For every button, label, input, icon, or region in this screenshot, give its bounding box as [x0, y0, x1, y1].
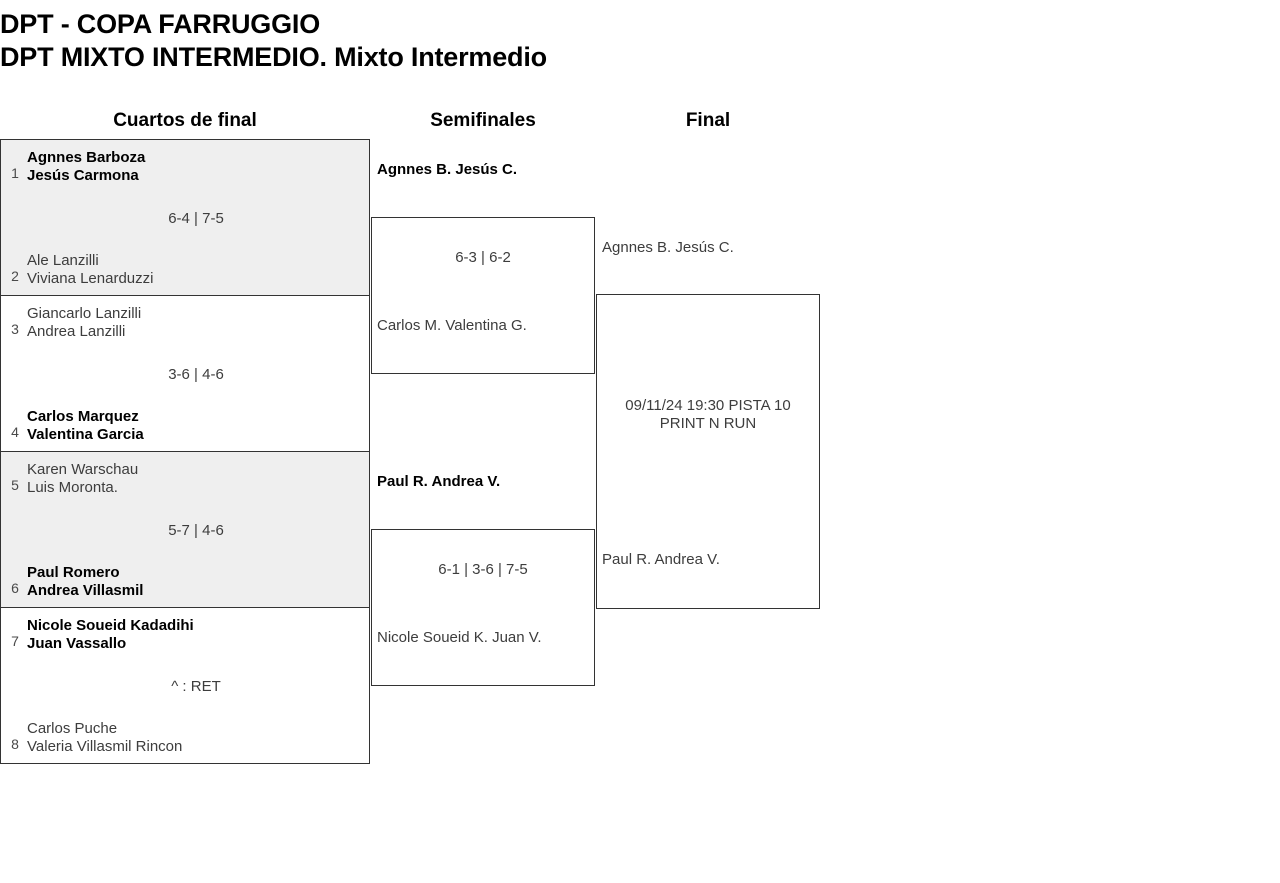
match-schedule: 09/11/24 19:30 PISTA 10 PRINT N RUN: [625, 397, 791, 432]
match-box-quarterfinal-1[interactable]: 1 2 Agnnes Barboza Jesús Carmona 6-4 | 7…: [0, 139, 370, 296]
player-name: Carlos M.: [377, 317, 442, 334]
player-name: Paul R.: [377, 473, 428, 490]
player-name: Valentina G.: [445, 317, 527, 334]
round-header-final: Final: [685, 110, 731, 131]
match-box-final[interactable]: 09/11/24 19:30 PISTA 10 PRINT N RUN: [596, 294, 820, 609]
team-entry-final-top: Agnnes B. Jesús C.: [602, 239, 734, 257]
match-score: 5-7 | 4-6: [168, 522, 224, 539]
seed-number: 7: [11, 633, 19, 649]
team-entry-semifinal-1-bottom: Carlos M. Valentina G.: [377, 317, 527, 335]
team-entry: Giancarlo Lanzilli Andrea Lanzilli: [27, 305, 141, 341]
match-box-quarterfinal-2[interactable]: 3 4 Giancarlo Lanzilli Andrea Lanzilli 3…: [0, 295, 370, 452]
player-name: Andrea Villasmil: [27, 582, 144, 599]
round-header-semifinals: Semifinales: [430, 110, 536, 131]
match-box-semifinal-1[interactable]: 6-3 | 6-2: [371, 217, 595, 374]
team-entry: Carlos Marquez Valentina Garcia: [27, 408, 144, 444]
player-name: Agnnes Barboza: [27, 149, 146, 166]
team-entry: Karen Warschau Luis Moronta.: [27, 461, 138, 497]
player-name: Carlos Marquez: [27, 408, 139, 425]
player-name: Nicole Soueid K.: [377, 629, 488, 646]
player-name: Luis Moronta.: [27, 479, 118, 496]
player-name: Valentina Garcia: [27, 426, 144, 443]
team-entry-semifinal-1-top: Agnnes B. Jesús C.: [377, 161, 517, 179]
round-header-quarterfinals: Cuartos de final: [113, 110, 257, 131]
seed-number: 1: [11, 165, 19, 181]
match-score: 6-1 | 3-6 | 7-5: [438, 561, 528, 578]
seed-number: 4: [11, 424, 19, 440]
player-name: Agnnes B.: [377, 161, 452, 178]
team-entry-semifinal-2-bottom: Nicole Soueid K. Juan V.: [377, 629, 542, 647]
seed-number: 8: [11, 736, 19, 752]
player-name: Jesús Carmona: [27, 167, 139, 184]
match-box-quarterfinal-3[interactable]: 5 6 Karen Warschau Luis Moronta. 5-7 | 4…: [0, 451, 370, 608]
team-entry: Carlos Puche Valeria Villasmil Rincon: [27, 720, 182, 756]
seed-number: 5: [11, 477, 19, 493]
player-name: Karen Warschau: [27, 461, 139, 478]
team-entry: Ale Lanzilli Viviana Lenarduzzi: [27, 252, 153, 288]
player-name: Andrea Lanzilli: [27, 323, 126, 340]
player-name: Ale Lanzilli: [27, 252, 99, 269]
player-name: Juan Vassallo: [27, 635, 127, 652]
match-score: ^ : RET: [171, 678, 221, 695]
seed-number: 6: [11, 580, 19, 596]
player-name: Juan V.: [492, 629, 542, 646]
player-name: Andrea V.: [654, 551, 720, 568]
player-name: Viviana Lenarduzzi: [27, 270, 154, 287]
team-entry: Agnnes Barboza Jesús Carmona: [27, 149, 145, 185]
team-entry-semifinal-2-top: Paul R. Andrea V.: [377, 473, 500, 491]
team-entry: Nicole Soueid Kadadihi Juan Vassallo: [27, 617, 194, 653]
player-name: Valeria Villasmil Rincon: [27, 738, 183, 755]
team-entry-final-bottom: Paul R. Andrea V.: [602, 551, 720, 569]
player-name: Paul R.: [602, 551, 652, 568]
player-name: Agnnes B.: [602, 239, 672, 256]
seed-number: 3: [11, 321, 19, 337]
player-name: Nicole Soueid Kadadihi: [27, 617, 194, 634]
player-name: Carlos Puche: [27, 720, 118, 737]
match-score: 6-4 | 7-5: [168, 210, 224, 227]
team-entry: Paul Romero Andrea Villasmil: [27, 564, 143, 600]
player-name: Andrea V.: [431, 473, 501, 490]
match-score: 3-6 | 4-6: [168, 366, 224, 383]
player-name: Jesús C.: [675, 239, 734, 256]
page-title: DPT - COPA FARRUGGIO: [0, 9, 321, 39]
page-subtitle: DPT MIXTO INTERMEDIO. Mixto Intermedio: [0, 42, 547, 72]
seed-number: 2: [11, 268, 19, 284]
match-score: 6-3 | 6-2: [455, 249, 511, 266]
player-name: Giancarlo Lanzilli: [27, 305, 142, 322]
player-name: Jesús C.: [455, 161, 518, 178]
player-name: Paul Romero: [27, 564, 120, 581]
match-box-quarterfinal-4[interactable]: 7 8 Nicole Soueid Kadadihi Juan Vassallo…: [0, 607, 370, 764]
match-box-semifinal-2[interactable]: 6-1 | 3-6 | 7-5: [371, 529, 595, 686]
